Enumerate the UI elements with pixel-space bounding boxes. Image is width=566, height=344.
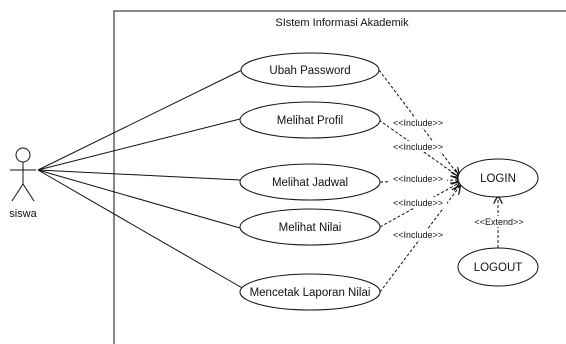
include-melihat-profil bbox=[378, 119, 459, 177]
use-case-label: Melihat Nilai bbox=[279, 222, 342, 234]
use-case-mencetak-laporan-nilai[interactable]: Mencetak Laporan Nilai bbox=[239, 273, 381, 311]
use-case-ubah-password[interactable]: Ubah Password bbox=[240, 52, 380, 88]
use-case-melihat-profil[interactable]: Melihat Profil bbox=[239, 101, 381, 139]
use-case-label: LOGOUT bbox=[474, 262, 523, 274]
use-case-label: LOGIN bbox=[480, 173, 516, 185]
use-case-label: Melihat Jadwal bbox=[272, 177, 348, 189]
use-case-melihat-jadwal[interactable]: Melihat Jadwal bbox=[239, 163, 381, 201]
include-label-nilai: <<Include>> bbox=[393, 198, 443, 208]
association-melihat-nilai bbox=[37, 169, 241, 229]
actor-label: siswa bbox=[9, 208, 37, 220]
actor-associations bbox=[37, 69, 245, 290]
include-label-laporan: <<Include>> bbox=[393, 230, 443, 240]
use-case-label: Ubah Password bbox=[269, 65, 350, 77]
include-label-jadwal: <<Include>> bbox=[393, 174, 443, 184]
include-label-password: <<Include>> bbox=[393, 142, 443, 152]
relation-labels: <<Include>> <<Include>> <<Include>> <<In… bbox=[389, 117, 527, 240]
use-case-login[interactable]: LOGIN bbox=[457, 158, 539, 198]
system-title: SIstem Informasi Akademik bbox=[275, 17, 409, 29]
use-case-label: Mencetak Laporan Nilai bbox=[250, 287, 371, 299]
extend-label: <<Extend>> bbox=[474, 217, 523, 227]
actor-right-leg bbox=[22, 183, 35, 202]
association-ubah-password bbox=[37, 69, 243, 171]
use-case-logout[interactable]: LOGOUT bbox=[457, 247, 539, 287]
association-mencetak-laporan bbox=[37, 169, 245, 290]
actor-left-leg bbox=[11, 183, 24, 202]
actor-siswa[interactable] bbox=[10, 147, 36, 202]
use-case-melihat-nilai[interactable]: Melihat Nilai bbox=[239, 208, 381, 246]
association-melihat-profil bbox=[37, 118, 241, 171]
association-melihat-jadwal bbox=[37, 169, 241, 181]
use-case-label: Melihat Profil bbox=[277, 115, 343, 127]
system-boundary bbox=[113, 10, 566, 344]
actor-head bbox=[15, 147, 31, 163]
include-label-profil: <<Include>> bbox=[393, 118, 443, 128]
